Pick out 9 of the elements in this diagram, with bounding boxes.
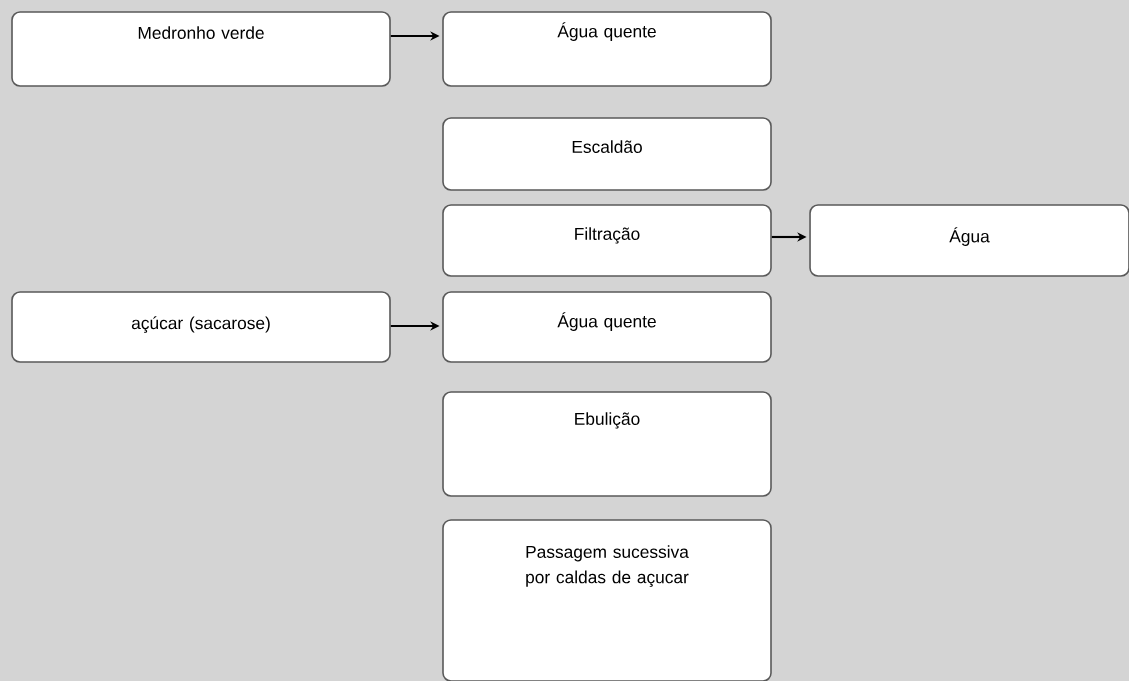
process-box: Água bbox=[809, 204, 1129, 277]
process-box: Filtração bbox=[442, 204, 772, 277]
process-box: Escaldão bbox=[442, 117, 772, 191]
process-box: Água quente bbox=[442, 291, 772, 363]
process-box: Medronho verde bbox=[11, 11, 391, 87]
process-box: Água quente bbox=[442, 11, 772, 87]
process-box: açúcar (sacarose) bbox=[11, 291, 391, 363]
process-box: Ebulição bbox=[442, 391, 772, 497]
process-box: Passagem sucessiva por caldas de açucar bbox=[442, 519, 772, 681]
